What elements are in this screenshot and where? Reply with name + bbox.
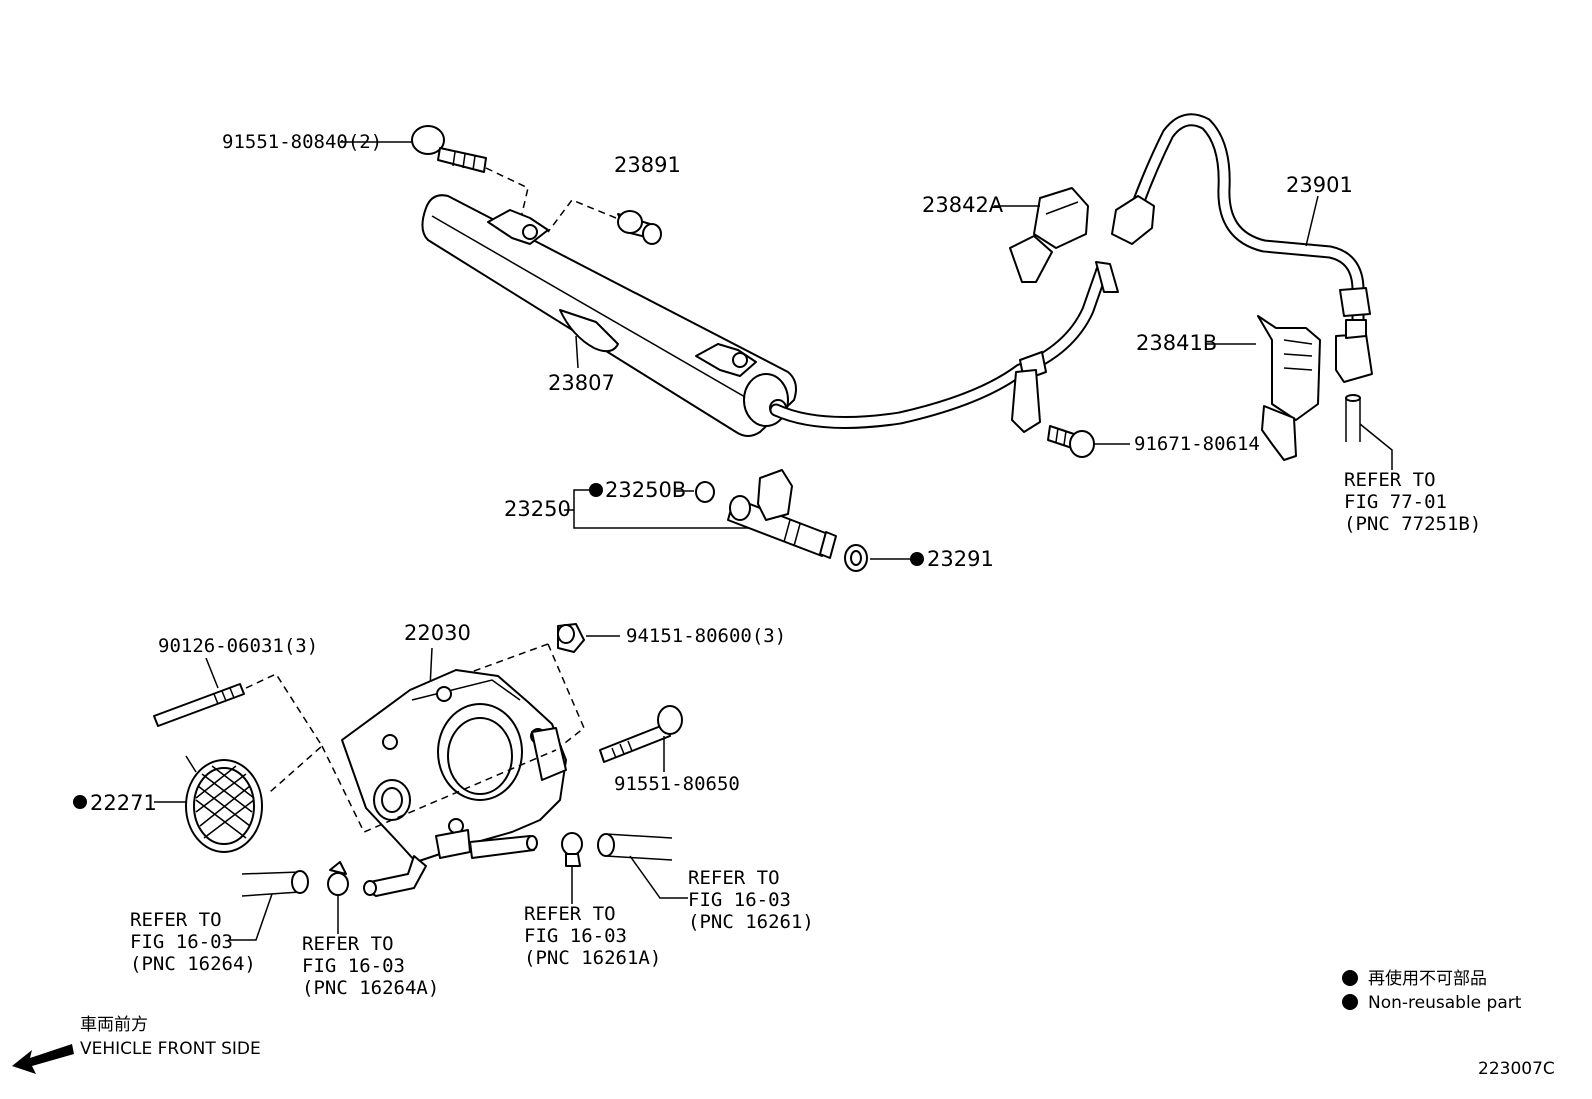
throttle-bolt-illustration — [599, 705, 683, 763]
direction-jp: 車両前方 — [80, 1015, 148, 1035]
ref16261-line2: FIG 16-03 — [688, 889, 791, 911]
label-fuel-rail: 23807 — [548, 371, 615, 395]
ref16261-line3: (PNC 16261) — [688, 911, 814, 933]
ref-hose-16261 — [597, 833, 673, 861]
legend-bullet-en — [1342, 994, 1358, 1010]
dash-stud — [245, 673, 323, 793]
legend-en: Non-reusable part — [1368, 993, 1522, 1013]
ref16264-line2: FIG 16-03 — [130, 931, 233, 953]
label-collar: 23891 — [614, 153, 681, 177]
ref16261a-line1: REFER TO — [524, 903, 616, 925]
label-injector-oring: 23250B — [605, 478, 686, 502]
leader-fuel-rail — [575, 335, 579, 369]
front-arrow-icon — [12, 1044, 74, 1074]
ref-hose-16264 — [241, 870, 309, 897]
ref16261a-line2: FIG 16-03 — [524, 925, 627, 947]
label-stud: 90126-06031(3) — [158, 635, 318, 657]
ref-clip-16264a — [327, 861, 349, 896]
nut-illustration — [557, 623, 585, 653]
label-clamp-a: 23842A — [922, 193, 1004, 217]
label-fuel-tube: 23901 — [1286, 173, 1353, 197]
label-insulator: 23291 — [927, 547, 994, 571]
legend-bullet-jp — [1342, 970, 1358, 986]
label-nut: 94151-80600(3) — [626, 625, 786, 647]
label-clamp-b: 23841B — [1136, 331, 1217, 355]
figure-code: 223007C — [1478, 1059, 1555, 1079]
ref16264a-line2: FIG 16-03 — [302, 955, 405, 977]
ref16261a-line3: (PNC 16261A) — [524, 947, 661, 969]
label-throttle-bolt: 91551-80650 — [614, 773, 740, 795]
ref77-line2: FIG 77-01 — [1344, 491, 1447, 513]
leader-fuel-tube — [1305, 195, 1319, 247]
leader-ref-77 — [1359, 423, 1393, 470]
leader-stud — [205, 657, 219, 689]
leader-ref-16264 — [228, 893, 273, 941]
label-injector-assy: 23250 — [504, 497, 571, 521]
ref16264-line3: (PNC 16264) — [130, 953, 256, 975]
ref16261-line1: REFER TO — [688, 867, 780, 889]
insulator-illustration — [844, 544, 868, 572]
fuel-tube-upper-loop — [1111, 113, 1373, 383]
ref77-line3: (PNC 77251B) — [1344, 513, 1481, 535]
collar-illustration — [617, 210, 662, 245]
clamp-bolt-illustration — [1047, 425, 1095, 458]
legend-jp: 再使用不可部品 — [1368, 968, 1487, 989]
stud-illustration — [153, 683, 245, 727]
ref77-line1: REFER TO — [1344, 469, 1436, 491]
dash-throttle-frame — [321, 745, 557, 833]
dash-collar — [547, 199, 617, 233]
ref-pipe-77 — [1345, 394, 1361, 442]
dash-bolt-rail — [485, 167, 529, 223]
rail-bolt-illustration — [411, 125, 487, 173]
ref16264a-line1: REFER TO — [302, 933, 394, 955]
nonreusable-marker-gasket — [73, 795, 87, 809]
fuel-rail-illustration — [421, 194, 797, 437]
fuel-tube-rail-section — [769, 261, 1119, 433]
leader-ref-16261 — [629, 855, 688, 899]
ref-clip-16261a — [561, 832, 583, 867]
label-gasket: 22271 — [90, 791, 157, 815]
label-bolt-rail: 91551-80840(2) — [222, 131, 382, 153]
label-throttle-body: 22030 — [404, 621, 471, 645]
clamp-b-illustration — [1257, 315, 1321, 461]
throttle-body-illustration — [341, 669, 567, 897]
gasket-illustration — [185, 755, 263, 853]
label-clamp-bolt: 91671-80614 — [1134, 433, 1260, 455]
clamp-a-illustration — [1009, 187, 1089, 283]
ref16264a-line3: (PNC 16264A) — [302, 977, 439, 999]
nonreusable-marker-oring — [589, 483, 603, 497]
direction-en: VEHICLE FRONT SIDE — [80, 1039, 261, 1059]
nonreusable-marker-insulator — [910, 552, 924, 566]
injector-illustration — [727, 469, 837, 559]
ref16264-line1: REFER TO — [130, 909, 222, 931]
oring-illustration — [695, 481, 715, 503]
